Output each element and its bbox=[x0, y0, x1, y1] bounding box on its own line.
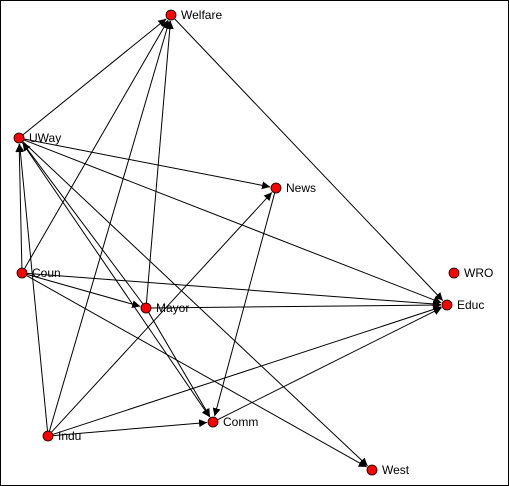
node-uway[interactable]: UWay bbox=[13, 131, 61, 145]
edge-mayor-to-educ bbox=[150, 301, 442, 310]
edge-uway-to-educ bbox=[23, 139, 442, 304]
edge-indu-to-educ bbox=[52, 305, 442, 435]
edge-uway-to-west bbox=[22, 141, 368, 467]
edge-coun-to-educ bbox=[26, 272, 442, 308]
edge-indu-to-news bbox=[51, 192, 273, 433]
edge-uway-to-news bbox=[23, 138, 271, 190]
node-label: Indu bbox=[58, 429, 81, 443]
node-marker[interactable] bbox=[366, 464, 378, 476]
edge-indu-to-welfare bbox=[48, 20, 171, 432]
edge-mayor-to-comm bbox=[148, 312, 211, 418]
edge-coun-to-uway bbox=[15, 143, 24, 269]
edge-indu-to-comm bbox=[52, 419, 208, 437]
node-label: Mayor bbox=[156, 301, 189, 315]
node-wro[interactable]: WRO bbox=[448, 266, 493, 280]
edge-welfare-to-educ bbox=[174, 18, 444, 301]
node-welfare[interactable]: Welfare bbox=[165, 8, 222, 22]
edge-coun-to-welfare bbox=[24, 19, 169, 269]
node-label: Educ bbox=[457, 298, 484, 312]
node-marker[interactable] bbox=[140, 302, 152, 314]
edge-coun-to-mayor bbox=[26, 273, 141, 309]
node-coun[interactable]: Coun bbox=[16, 266, 61, 280]
edge-indu-to-uway bbox=[16, 143, 49, 432]
node-label: News bbox=[286, 181, 316, 195]
node-news[interactable]: News bbox=[270, 181, 316, 195]
node-label: West bbox=[382, 463, 410, 477]
node-label: Welfare bbox=[181, 8, 222, 22]
edge-mayor-to-uway bbox=[22, 142, 144, 305]
node-marker[interactable] bbox=[441, 299, 453, 311]
node-marker[interactable] bbox=[207, 416, 219, 428]
node-indu[interactable]: Indu bbox=[42, 429, 81, 443]
node-west[interactable]: West bbox=[366, 463, 410, 477]
node-mayor[interactable]: Mayor bbox=[140, 301, 189, 315]
edges-layer bbox=[15, 18, 444, 468]
edge-coun-to-west bbox=[26, 275, 368, 468]
node-comm[interactable]: Comm bbox=[207, 415, 258, 429]
node-marker[interactable] bbox=[16, 267, 28, 279]
node-label: UWay bbox=[29, 131, 61, 145]
edge-comm-to-educ bbox=[217, 307, 442, 421]
node-label: Coun bbox=[32, 266, 61, 280]
node-marker[interactable] bbox=[448, 267, 460, 279]
node-marker[interactable] bbox=[270, 182, 282, 194]
node-marker[interactable] bbox=[42, 430, 54, 442]
node-educ[interactable]: Educ bbox=[441, 298, 484, 312]
edge-news-to-comm bbox=[212, 192, 276, 417]
edge-mayor-to-welfare bbox=[145, 20, 174, 304]
node-marker[interactable] bbox=[165, 9, 177, 21]
edge-uway-to-welfare bbox=[22, 18, 167, 136]
node-marker[interactable] bbox=[13, 132, 25, 144]
node-label: Comm bbox=[223, 415, 258, 429]
node-label: WRO bbox=[464, 266, 493, 280]
